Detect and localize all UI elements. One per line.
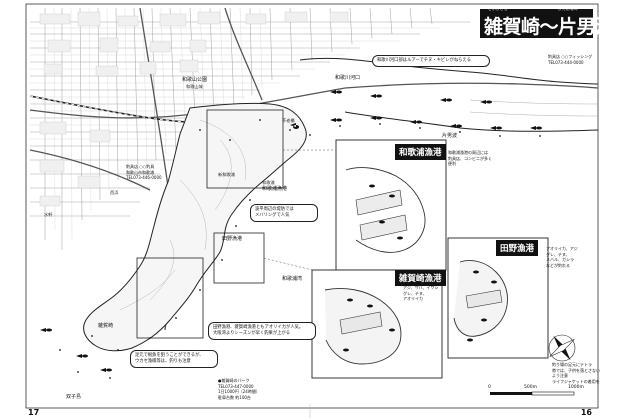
scale-label-zero: 0 [488,385,491,390]
note-bottom: 足元で根魚を狙うことができるが、 ウカセ漁礁等は、釣りも注意 [130,350,218,368]
harbor-label-wakaura: 和歌浦漁港 [395,144,446,160]
title-furigana-kataonami: かたおなみ [558,6,578,11]
scale-bar [490,391,575,396]
north-coastline [299,57,599,85]
label-shinwakaura: 新和歌浦 [218,172,235,177]
title-furigana-saiga: さいがざき [488,6,508,11]
info-shop-left: 釣具店 ○○釣具 和歌山市和歌浦 TEL073-446-0000 [126,164,162,180]
label-nishihama: 西浜 [110,190,119,195]
label-sea: 和歌浦湾 [282,276,303,282]
info-bottom-safety: 釣り場の足元にテトラ 帯では、子供を落とさない よう注意 ライフジャケットの着用… [552,362,600,384]
saiga-peninsula [83,102,307,352]
info-shop-right: 釣具店 ○○フィッシング TEL073-444-0000 [548,54,593,65]
label-wakayama-park: 和歌山公園 [182,77,208,83]
map-frame [25,3,599,409]
label-wakaura: 和歌浦 [262,180,275,185]
info-tanoura-species: アオリイカ、アジ グレ、チヌ、 メバル、ガシラ などが釣れる [546,246,578,268]
note-tanoura: 田野漁港、雑賀崎漁港ともアオリイカが人気。 大阪湾よりシーズンが早く釣果が上がる [208,322,316,340]
harbor-label-saigazaki: 雑賀崎漁港 [395,270,446,286]
scale-label-mid: 500m [524,385,537,390]
fishing-points [59,119,541,379]
label-tanoura-box: 田野漁港 [222,236,243,242]
scale-label-max: 1000m [568,385,584,390]
label-port-box: 和歌浦漁港 [262,186,288,192]
label-wakagawa-mouth: 和歌川河口 [335,75,361,81]
info-access-parking: ●雑賀崎のバーク TEL073-447-0000 1日1000円（24時間） 駐… [218,378,260,400]
kataonami-beach [344,111,599,132]
info-saiga-species: アジ、サバ、イワシ グレ、チヌ、 アオリイカ [403,285,439,301]
peninsula-roads [119,119,247,311]
city-blocks [39,11,349,207]
label-wakayama-castle: 和歌山城 [186,84,203,89]
harbor-label-tanoura: 田野漁港 [496,240,539,256]
compass-rose [548,334,576,362]
fish-markers [40,90,542,372]
page-number-left: 17 [28,408,40,417]
page-number-right: 16 [580,408,592,417]
saiga-inset-frame [136,257,204,339]
map-title: 雑賀崎〜片男波 [484,16,614,38]
info-wakaura: 和歌浦漁港の周辺には 釣具店、コンビニが多く 便利 [448,150,492,166]
note-breakwater: 波平周辺の堤防では メバリングで人気 [250,204,318,222]
label-kataonami: 片男波 [442,133,458,139]
wakaura-inset-frame [206,109,284,189]
label-saigazaki: 雑賀崎 [98,323,114,329]
map-title-box: さいがざき かたおなみ 雑賀崎〜片男波 [480,6,614,38]
label-suiken: 水軒 [44,212,53,217]
note-river-mouth: 和歌川河口部はルアーでチヌ・キビレがねらえる [372,55,490,67]
label-bridge: 不老橋 [282,118,295,123]
label-futagoshima: 双子島 [66,394,82,400]
